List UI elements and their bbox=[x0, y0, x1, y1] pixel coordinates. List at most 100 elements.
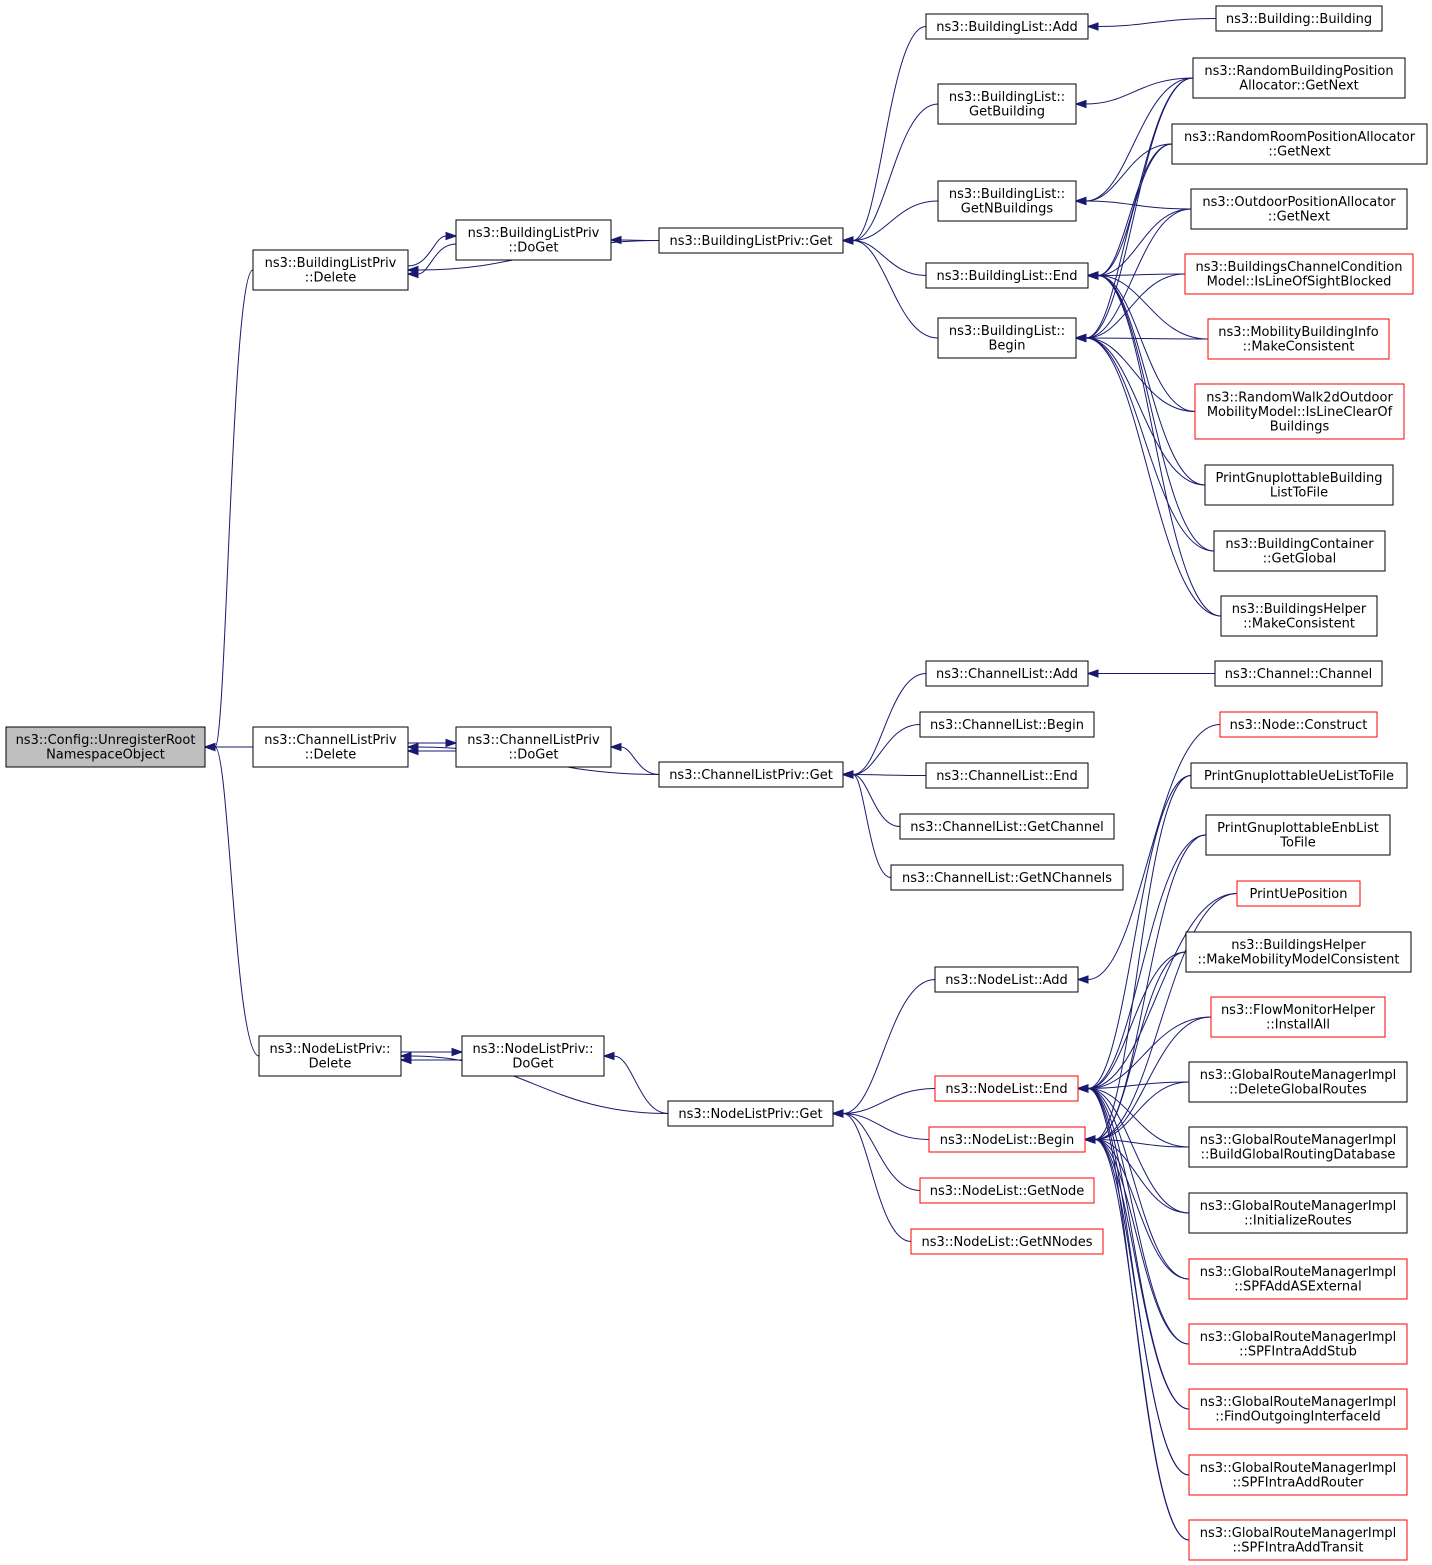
edge-line bbox=[1085, 77, 1194, 339]
graph-node-channel-ctor[interactable]: ns3::Channel::Channel bbox=[1214, 660, 1383, 687]
graph-node-clp-delete[interactable]: ns3::ChannelListPriv::Delete bbox=[252, 726, 409, 768]
graph-node-bccm[interactable]: ns3::BuildingsChannelConditionModel::IsL… bbox=[1184, 253, 1414, 295]
graph-node-bl-end[interactable]: ns3::BuildingList::End bbox=[925, 262, 1089, 289]
graph-node-grm-stub[interactable]: ns3::GlobalRouteManagerImpl::SPFIntraAdd… bbox=[1188, 1323, 1408, 1365]
graph-node-pgue[interactable]: PrintGnuplottableUeListToFile bbox=[1190, 762, 1408, 789]
arrowhead bbox=[406, 742, 419, 752]
node-label: ns3::NodeListPriv:: bbox=[269, 1042, 390, 1057]
call-edge bbox=[841, 200, 939, 245]
node-label: NamespaceObject bbox=[46, 748, 165, 763]
graph-node-grm-init[interactable]: ns3::GlobalRouteManagerImpl::InitializeR… bbox=[1188, 1192, 1408, 1234]
node-label: ::DoGet bbox=[509, 748, 559, 763]
node-label: ns3::RandomRoomPositionAllocator bbox=[1184, 130, 1416, 145]
graph-node-cl-end[interactable]: ns3::ChannelList::End bbox=[925, 762, 1089, 789]
graph-node-nl-begin[interactable]: ns3::NodeList::Begin bbox=[928, 1126, 1086, 1153]
graph-node-opa[interactable]: ns3::OutdoorPositionAllocator::GetNext bbox=[1190, 188, 1408, 230]
node-box bbox=[937, 180, 1077, 222]
arrowhead bbox=[1083, 1135, 1096, 1144]
graph-node-nlp-doget[interactable]: ns3::NodeListPriv::DoGet bbox=[461, 1035, 605, 1077]
call-edge bbox=[841, 26, 927, 245]
graph-node-rrpa[interactable]: ns3::RandomRoomPositionAllocator::GetNex… bbox=[1171, 123, 1428, 165]
graph-node-fmh[interactable]: ns3::FlowMonitorHelper::InstallAll bbox=[1210, 996, 1386, 1038]
edge-line bbox=[842, 1113, 912, 1242]
node-label: Model::IsLineOfSightBlocked bbox=[1207, 275, 1392, 290]
call-edge bbox=[1076, 1084, 1190, 1476]
graph-node-blp-delete[interactable]: ns3::BuildingListPriv::Delete bbox=[252, 249, 409, 291]
node-label: ns3::NodeListPriv:: bbox=[472, 1042, 593, 1057]
node-box bbox=[1204, 464, 1394, 506]
graph-node-nlp-get[interactable]: ns3::NodeListPriv::Get bbox=[667, 1100, 834, 1127]
graph-node-cl-add[interactable]: ns3::ChannelList::Add bbox=[925, 660, 1089, 687]
node-box bbox=[658, 227, 844, 254]
graph-node-nlp-delete[interactable]: ns3::NodeListPriv::Delete bbox=[258, 1035, 402, 1077]
node-label: ns3::GlobalRouteManagerImpl bbox=[1200, 1199, 1397, 1214]
graph-node-bl-getbuilding[interactable]: ns3::BuildingList::GetBuilding bbox=[937, 83, 1077, 125]
node-box bbox=[1188, 1258, 1408, 1300]
graph-node-bc-global[interactable]: ns3::BuildingContainer::GetGlobal bbox=[1213, 530, 1386, 572]
graph-node-grm-build[interactable]: ns3::GlobalRouteManagerImpl::BuildGlobal… bbox=[1188, 1126, 1408, 1168]
graph-node-nl-add[interactable]: ns3::NodeList::Add bbox=[934, 966, 1079, 993]
node-label: ns3::NodeList::End bbox=[945, 1082, 1067, 1097]
graph-node-bh-mmmc[interactable]: ns3::BuildingsHelper::MakeMobilityModelC… bbox=[1185, 931, 1412, 973]
graph-node-node-construct[interactable]: ns3::Node::Construct bbox=[1219, 711, 1378, 738]
graph-node-clp-get[interactable]: ns3::ChannelListPriv::Get bbox=[658, 761, 844, 788]
graph-node-grm-del[interactable]: ns3::GlobalRouteManagerImpl::DeleteGloba… bbox=[1188, 1061, 1408, 1103]
graph-node-pue[interactable]: PrintUePosition bbox=[1236, 880, 1361, 907]
graph-node-root[interactable]: ns3::Config::UnregisterRootNamespaceObje… bbox=[5, 726, 206, 768]
edge-line bbox=[842, 1088, 936, 1114]
graph-node-cl-getchannel[interactable]: ns3::ChannelList::GetChannel bbox=[899, 813, 1115, 840]
node-label: ToFile bbox=[1279, 836, 1315, 851]
graph-node-grm-asext[interactable]: ns3::GlobalRouteManagerImpl::SPFAddASExt… bbox=[1188, 1258, 1408, 1300]
call-edge bbox=[1074, 333, 1215, 552]
graph-node-blp-get[interactable]: ns3::BuildingListPriv::Get bbox=[658, 227, 844, 254]
graph-node-rbpa[interactable]: ns3::RandomBuildingPositionAllocator::Ge… bbox=[1192, 57, 1406, 99]
node-box bbox=[1192, 57, 1406, 99]
edge-line bbox=[1094, 1139, 1190, 1214]
node-box bbox=[667, 1100, 834, 1127]
edge-line bbox=[410, 1055, 669, 1114]
graph-node-grm-transit[interactable]: ns3::GlobalRouteManagerImpl::SPFIntraAdd… bbox=[1188, 1519, 1408, 1561]
graph-node-bl-getn[interactable]: ns3::BuildingList::GetNBuildings bbox=[937, 180, 1077, 222]
nodes-layer: ns3::Config::UnregisterRootNamespaceObje… bbox=[5, 5, 1428, 1561]
node-label: ListToFile bbox=[1270, 486, 1328, 501]
node-label: ns3::GlobalRouteManagerImpl bbox=[1200, 1068, 1397, 1083]
node-label: ns3::GlobalRouteManagerImpl bbox=[1200, 1330, 1397, 1345]
edge-line bbox=[1097, 77, 1194, 276]
graph-node-bh-mc[interactable]: ns3::BuildingsHelper::MakeConsistent bbox=[1220, 595, 1378, 637]
edge-line bbox=[1087, 1088, 1190, 1280]
node-label: ns3::Building::Building bbox=[1226, 12, 1372, 27]
edges-layer bbox=[203, 18, 1238, 1541]
node-box bbox=[899, 813, 1115, 840]
graph-node-nl-getn[interactable]: ns3::NodeList::GetNNodes bbox=[910, 1228, 1104, 1255]
call-edge bbox=[203, 742, 260, 1057]
graph-node-mbi[interactable]: ns3::MobilityBuildingInfo::MakeConsisten… bbox=[1207, 318, 1390, 360]
node-label: ::GetGlobal bbox=[1263, 552, 1336, 567]
call-edge bbox=[1076, 1084, 1190, 1541]
edge-line bbox=[620, 746, 660, 775]
graph-node-blp-doget[interactable]: ns3::BuildingListPriv::DoGet bbox=[455, 219, 612, 261]
graph-node-bl-add[interactable]: ns3::BuildingList::Add bbox=[925, 13, 1089, 40]
arrowhead bbox=[445, 231, 458, 241]
graph-node-grm-router[interactable]: ns3::GlobalRouteManagerImpl::SPFIntraAdd… bbox=[1188, 1454, 1408, 1496]
node-label: ns3::BuildingContainer bbox=[1225, 537, 1374, 552]
graph-node-building-ctor[interactable]: ns3::Building::Building bbox=[1215, 5, 1383, 32]
edge-line bbox=[1085, 143, 1173, 339]
edge-line bbox=[1087, 1081, 1190, 1089]
graph-node-bl-begin[interactable]: ns3::BuildingList::Begin bbox=[937, 317, 1077, 359]
node-label: ns3::ChannelListPriv bbox=[264, 733, 397, 748]
node-box bbox=[925, 762, 1089, 789]
graph-node-grm-find[interactable]: ns3::GlobalRouteManagerImpl::FindOutgoin… bbox=[1188, 1388, 1408, 1430]
graph-node-cl-getn[interactable]: ns3::ChannelList::GetNChannels bbox=[890, 864, 1124, 891]
node-label: ::GetNext bbox=[1268, 145, 1330, 160]
node-label: GetNBuildings bbox=[961, 202, 1054, 217]
graph-node-nl-getnode[interactable]: ns3::NodeList::GetNode bbox=[919, 1177, 1095, 1204]
graph-node-nl-end[interactable]: ns3::NodeList::End bbox=[934, 1075, 1079, 1102]
node-label: Begin bbox=[988, 339, 1025, 354]
node-label: ns3::BuildingListPriv::Get bbox=[670, 234, 833, 249]
graph-node-clp-doget[interactable]: ns3::ChannelListPriv::DoGet bbox=[455, 726, 612, 768]
graph-node-cl-begin[interactable]: ns3::ChannelList::Begin bbox=[919, 711, 1095, 738]
graph-node-rw2d[interactable]: ns3::RandomWalk2dOutdoorMobilityModel::I… bbox=[1194, 383, 1405, 440]
